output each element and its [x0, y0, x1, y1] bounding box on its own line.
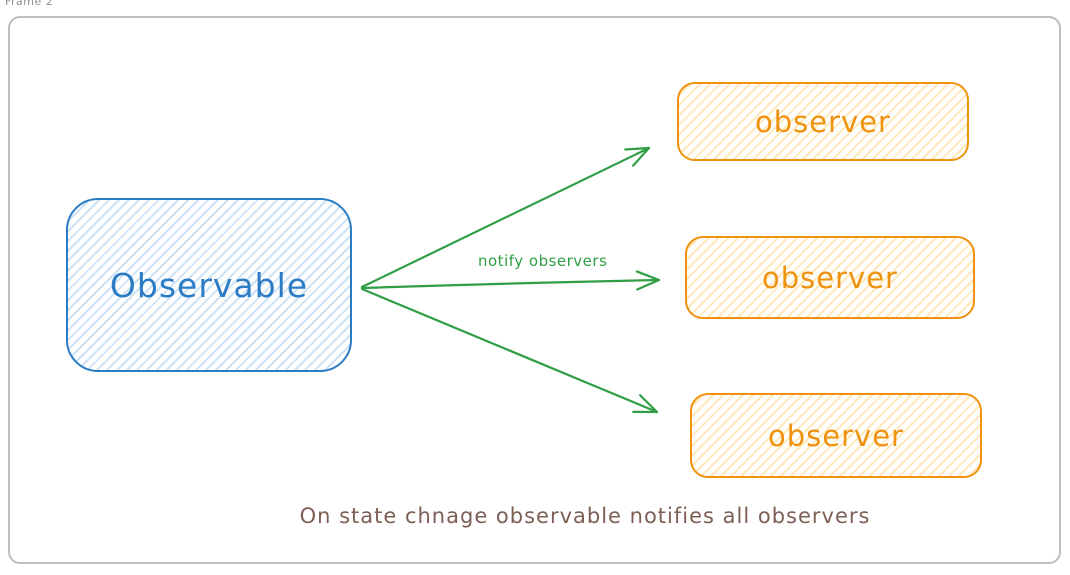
- frame-label: Frame 2: [5, 0, 54, 8]
- observer-node-2[interactable]: observer: [685, 236, 975, 319]
- observer-node-3[interactable]: observer: [690, 393, 982, 478]
- observable-label: Observable: [109, 265, 309, 305]
- observer-label-1: observer: [755, 104, 891, 139]
- observable-node[interactable]: Observable: [66, 198, 352, 372]
- observer-label-3: observer: [768, 418, 904, 453]
- caption: On state chnage observable notifies all …: [299, 504, 871, 528]
- observer-node-1[interactable]: observer: [677, 82, 969, 161]
- observer-label-2: observer: [762, 260, 898, 295]
- arrow-label: notify observers: [478, 252, 608, 270]
